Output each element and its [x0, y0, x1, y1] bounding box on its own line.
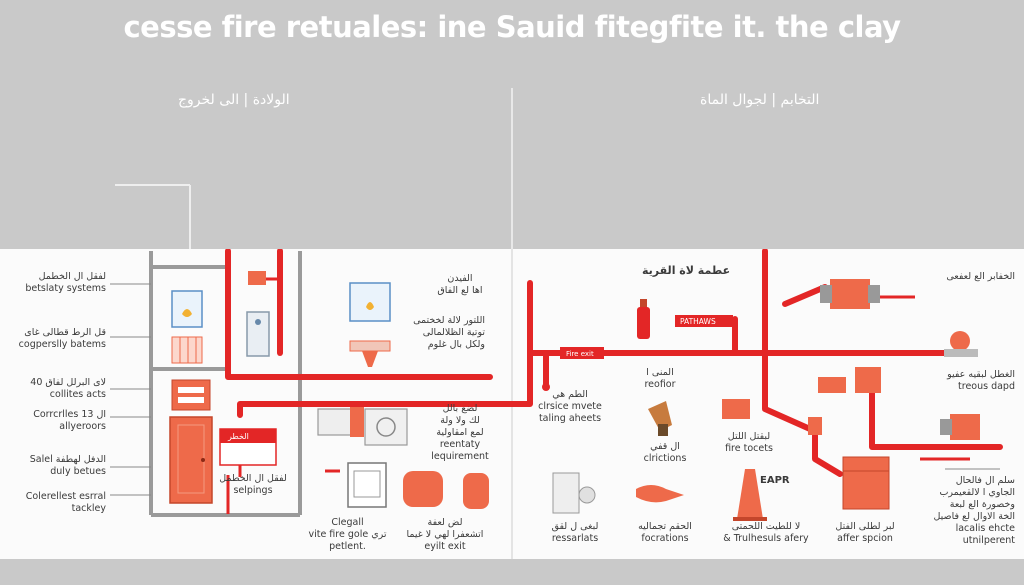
control-box-icon	[722, 399, 750, 419]
leader-lines	[110, 283, 1000, 496]
warning-sign-badge: الخطر	[228, 432, 249, 441]
fire-hose-icon	[944, 331, 978, 357]
extinguisher-icon	[637, 299, 650, 339]
hand-icon	[636, 485, 684, 503]
exit-door-icon	[169, 416, 213, 504]
alarm-bell-icon	[542, 383, 550, 391]
valve-icon	[818, 367, 881, 393]
valve-machine-icon	[317, 407, 408, 446]
label-right-top: الخفابر الع لعفعى	[946, 271, 1015, 282]
page-title: cesse fire retuales: ine Sauid fitegfite…	[123, 10, 901, 44]
label-safety-results: لا للطيت اللحمتى& Trulhesuls afery	[723, 521, 809, 544]
radiator-icon	[463, 473, 489, 509]
fire-exit-label: Fire exit	[566, 350, 594, 358]
warning-sign-icon	[219, 428, 277, 466]
diagram-canvas	[110, 249, 1003, 559]
heater-icon	[171, 336, 203, 364]
extinguisher-box-icon	[403, 471, 443, 507]
left-section-header: الولادة | الى لخروج	[178, 92, 290, 108]
box-icon	[842, 456, 890, 510]
notice-icon	[349, 282, 391, 322]
sign-title: عطمة لاة القرية	[642, 264, 731, 277]
pathways-label: PATHAWS	[680, 317, 716, 326]
fire-pump-icon	[820, 279, 880, 309]
pathways-tag	[675, 315, 733, 327]
flashlight-icon	[648, 401, 672, 436]
exit-route-pipes	[225, 249, 1003, 477]
fire-exit-tag	[560, 347, 604, 359]
sprinkler-icon	[349, 340, 391, 367]
pump-unit-icon	[940, 414, 980, 440]
document-icon	[171, 290, 203, 328]
building-walls	[149, 251, 302, 517]
right-section-header: التخابم | لجوال الماة	[700, 92, 820, 108]
sign-eapr: EAPR	[760, 475, 790, 486]
alarm-panel-icon	[171, 379, 211, 411]
fire-alarm-icon	[248, 271, 266, 285]
traffic-cone-icon	[733, 469, 767, 521]
cabinet-icon	[347, 462, 387, 508]
control-panel-icon	[246, 311, 270, 357]
trash-bin-icon	[552, 472, 596, 514]
fire-valve-icon	[808, 417, 822, 435]
